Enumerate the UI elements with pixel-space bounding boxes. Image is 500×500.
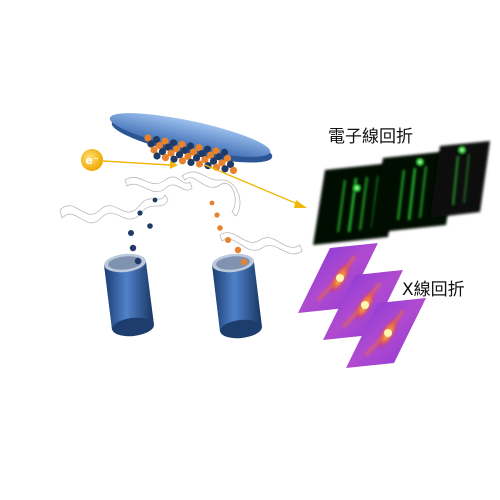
film-atom bbox=[209, 157, 218, 165]
xray-diffraction-label: X線回折 bbox=[402, 280, 465, 300]
film-atom bbox=[198, 150, 206, 158]
film-atom bbox=[178, 140, 186, 148]
evaporated-atom bbox=[217, 225, 223, 231]
film-atom bbox=[169, 139, 178, 147]
film-atom bbox=[187, 158, 195, 166]
deposited-film bbox=[144, 134, 238, 174]
evaporated-atom bbox=[214, 212, 220, 218]
film-atom bbox=[218, 159, 226, 167]
right-atom-stream bbox=[209, 200, 242, 254]
electron-beam bbox=[102, 160, 307, 208]
film-atom bbox=[226, 160, 235, 168]
evaporated-atom bbox=[152, 197, 158, 203]
left-source-cylinder bbox=[104, 253, 154, 337]
film-atom bbox=[178, 157, 187, 165]
film-atom bbox=[161, 154, 170, 162]
electron-gun-icon: e⁻ bbox=[81, 149, 103, 171]
right-source-cylinder bbox=[212, 253, 262, 339]
left-atom-stream bbox=[128, 197, 158, 252]
film-atom bbox=[184, 152, 192, 160]
evaporated-atom bbox=[128, 230, 134, 236]
xrd-panel-2 bbox=[323, 270, 403, 340]
evaporated-atom bbox=[209, 200, 215, 206]
film-atom bbox=[186, 142, 195, 150]
film-atom bbox=[153, 152, 161, 160]
left-vapor-ribbon bbox=[59, 176, 193, 224]
film-atom bbox=[220, 148, 229, 156]
film-atom bbox=[167, 149, 175, 157]
film-atom bbox=[203, 145, 212, 153]
film-atom bbox=[172, 145, 181, 153]
xray-diffraction-patterns bbox=[298, 243, 426, 368]
substrate bbox=[109, 113, 273, 163]
film-atom bbox=[192, 154, 201, 162]
xrd-panel-3 bbox=[346, 298, 426, 368]
electron-diffraction-label: 電子線回折 bbox=[328, 127, 413, 147]
evaporated-atom bbox=[147, 223, 153, 229]
film-atom bbox=[215, 153, 223, 161]
film-atom bbox=[229, 166, 238, 174]
film-atom bbox=[189, 148, 198, 156]
film-atom bbox=[181, 146, 189, 154]
film-atom bbox=[212, 147, 220, 155]
electron-diffraction-patterns bbox=[313, 141, 490, 245]
film-atom bbox=[206, 151, 215, 159]
ed-panel-3 bbox=[430, 141, 490, 218]
film-atom bbox=[221, 165, 229, 173]
evaporated-atom bbox=[225, 237, 231, 243]
film-atom bbox=[147, 140, 155, 148]
film-atom bbox=[175, 151, 184, 159]
film-atom bbox=[195, 144, 203, 152]
film-atom bbox=[164, 143, 172, 151]
film-atom bbox=[144, 134, 152, 142]
film-atom bbox=[161, 137, 169, 145]
film-atom bbox=[195, 160, 204, 168]
film-atom bbox=[152, 136, 161, 144]
xrd-panel-1 bbox=[298, 243, 378, 313]
evaporated-atom bbox=[234, 246, 242, 254]
film-atom bbox=[150, 146, 158, 154]
electron-symbol: e⁻ bbox=[85, 154, 98, 167]
film-atom bbox=[170, 155, 178, 163]
evaporated-atom bbox=[137, 210, 143, 216]
right-vapor-ribbon bbox=[181, 171, 303, 255]
evaporated-atom bbox=[129, 244, 137, 252]
film-atom bbox=[223, 154, 232, 162]
film-atom bbox=[155, 142, 164, 150]
film-atom bbox=[201, 156, 209, 164]
film-atom bbox=[158, 148, 167, 156]
